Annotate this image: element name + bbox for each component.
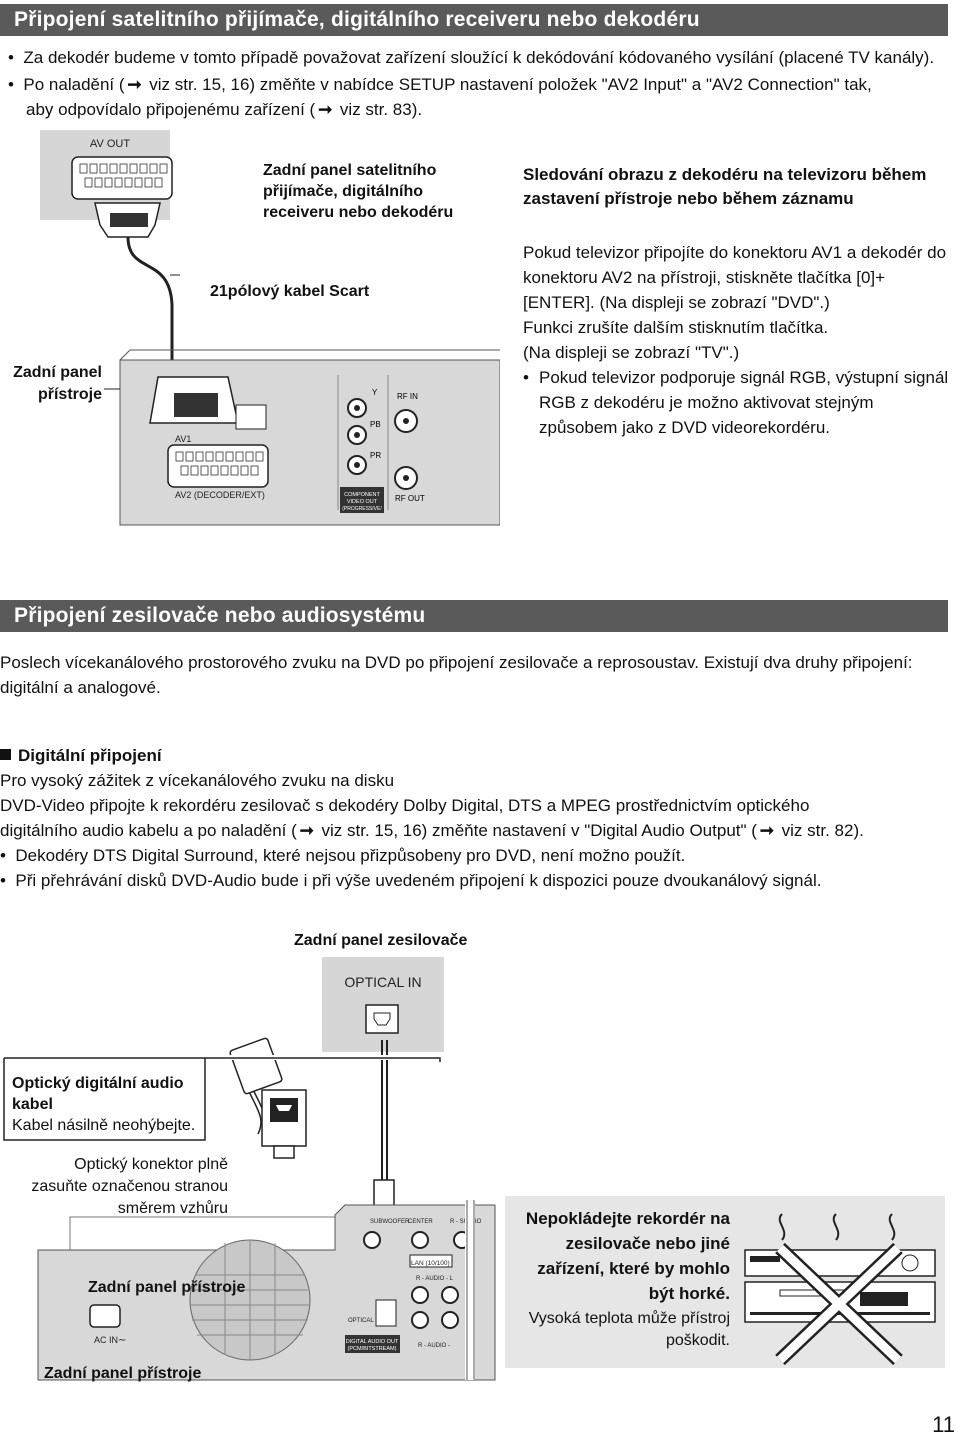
digital-connection-title: Digitální připojení — [0, 743, 400, 768]
heat-warning-text: Vysoká teplota může přístroj poškodit. — [528, 1310, 730, 1349]
optical-in-socket — [365, 1004, 399, 1034]
scart-cable-label: 21pólový kabel Scart — [210, 283, 370, 300]
optical-label: OPTICAL — [348, 1318, 374, 1324]
section-title-amplifier: Připojení zesilovače nebo audiosystému — [0, 600, 948, 632]
square-bullet-icon — [0, 749, 11, 760]
svg-text:AV1: AV1 — [175, 434, 191, 444]
svg-text:(PCM/BITSTREAM): (PCM/BITSTREAM) — [348, 1346, 397, 1352]
center-label: CENTER — [408, 1219, 433, 1225]
optical-cable-callout: Optický digitální audio kabel Kabel nási… — [12, 1073, 212, 1136]
rgb-bullet: •Pokud televizor podporuje signál RGB, v… — [523, 368, 949, 437]
optical-in-label: OPTICAL IN — [344, 974, 421, 990]
optical-cable-note: Kabel násilně neohýbejte. — [12, 1117, 196, 1134]
rf-out-label: RF OUT — [395, 494, 425, 503]
r-audio-l-label: R - AUDIO - L — [416, 1276, 454, 1282]
scart-cable — [126, 236, 174, 385]
connector-note: Optický konektor plně zasuňte označenou … — [31, 1156, 228, 1217]
svg-text:(PROGRESSIVE/: (PROGRESSIVE/ — [342, 506, 382, 512]
svg-text:VIDEO OUT: VIDEO OUT — [347, 499, 378, 505]
ac-in-label: AC IN — [94, 1335, 118, 1345]
svg-text:DIGITAL AUDIO OUT: DIGITAL AUDIO OUT — [346, 1339, 399, 1345]
rf-in-label: RF IN — [397, 392, 418, 401]
ac-inlet — [89, 1304, 121, 1328]
pr-label: PR — [370, 451, 381, 460]
section-title-satellite: Připojení satelitního přijímače, digitál… — [0, 4, 948, 36]
optical-cable-title: Optický digitální audio kabel — [12, 1075, 184, 1113]
av-out-label: AV OUT — [90, 138, 130, 150]
svg-text:∼: ∼ — [118, 1335, 126, 1346]
decoder-viewing-title: Sledování obrazu z dekodéru na televizor… — [523, 165, 927, 208]
bullet-setup-instruction: • Po naladění (➞ viz str. 15, 16) změňte… — [8, 72, 953, 122]
recorder-panel-label: Zadní panel přístroje — [13, 364, 102, 403]
recorder-panel-inner-label: Zadní panel přístroje — [88, 1279, 246, 1296]
right-arrow-icon: ➞ — [759, 821, 775, 840]
y-label: Y — [372, 388, 378, 397]
page-number: 11 — [932, 1412, 955, 1437]
av2-label: AV2 (DECODER/EXT) — [175, 490, 265, 500]
decoder-viewing-text: Pokud televizor připojíte do konektoru A… — [523, 240, 953, 440]
pb-label: PB — [370, 420, 381, 429]
right-arrow-icon: ➞ — [299, 821, 314, 840]
dvd-audio-bullet: • Při přehrávání disků DVD-Audio bude i … — [0, 871, 822, 890]
heat-warning-title: Nepokládejte rekordér na zesilovače nebo… — [525, 1209, 730, 1303]
dts-bullet: • Dekodéry DTS Digital Surround, které n… — [0, 846, 686, 865]
optical-connection-diagram: OPTICAL IN AC IN ∼ SUBWOOFER CENTER R - … — [3, 957, 496, 1381]
recorder-panel-outer-label: Zadní panel přístroje — [44, 1365, 202, 1382]
amplifier-panel-label: Zadní panel zesilovače — [294, 932, 468, 949]
satellite-panel-label: Zadní panel satelitního přijímače, digit… — [263, 162, 454, 221]
r-audio-label: R - AUDIO - — [418, 1343, 450, 1349]
bullet-decoder-definition: • Za dekodér budeme v tomto případě pova… — [8, 48, 935, 67]
lan-label: LAN (10/100) — [411, 1260, 450, 1267]
right-arrow-icon: ➞ — [318, 100, 333, 119]
heat-warning-illustration — [744, 1213, 936, 1365]
decoder-viewing-p3: (Na displeji se zobrazí "TV".) — [523, 343, 740, 362]
scart-connection-diagram: AV OUT AV1 AV2 (DECODER/EXT) Y PB PR COM… — [40, 130, 500, 526]
decoder-viewing-p1: Pokud televizor připojíte do konektoru A… — [523, 243, 947, 312]
digital-connection-text: Pro vysoký zážitek z vícekanálového zvuk… — [0, 768, 955, 893]
decoder-viewing-p2: Funkci zrušíte dalším stisknutím tlačítk… — [523, 318, 829, 337]
heat-waves-icon — [778, 1213, 896, 1241]
svg-text:COMPONENT: COMPONENT — [344, 492, 380, 498]
right-arrow-icon: ➞ — [127, 75, 142, 94]
amplifier-intro: Poslech vícekanálového prostorového zvuk… — [0, 653, 913, 697]
subwoofer-label: SUBWOOFER — [370, 1219, 410, 1225]
